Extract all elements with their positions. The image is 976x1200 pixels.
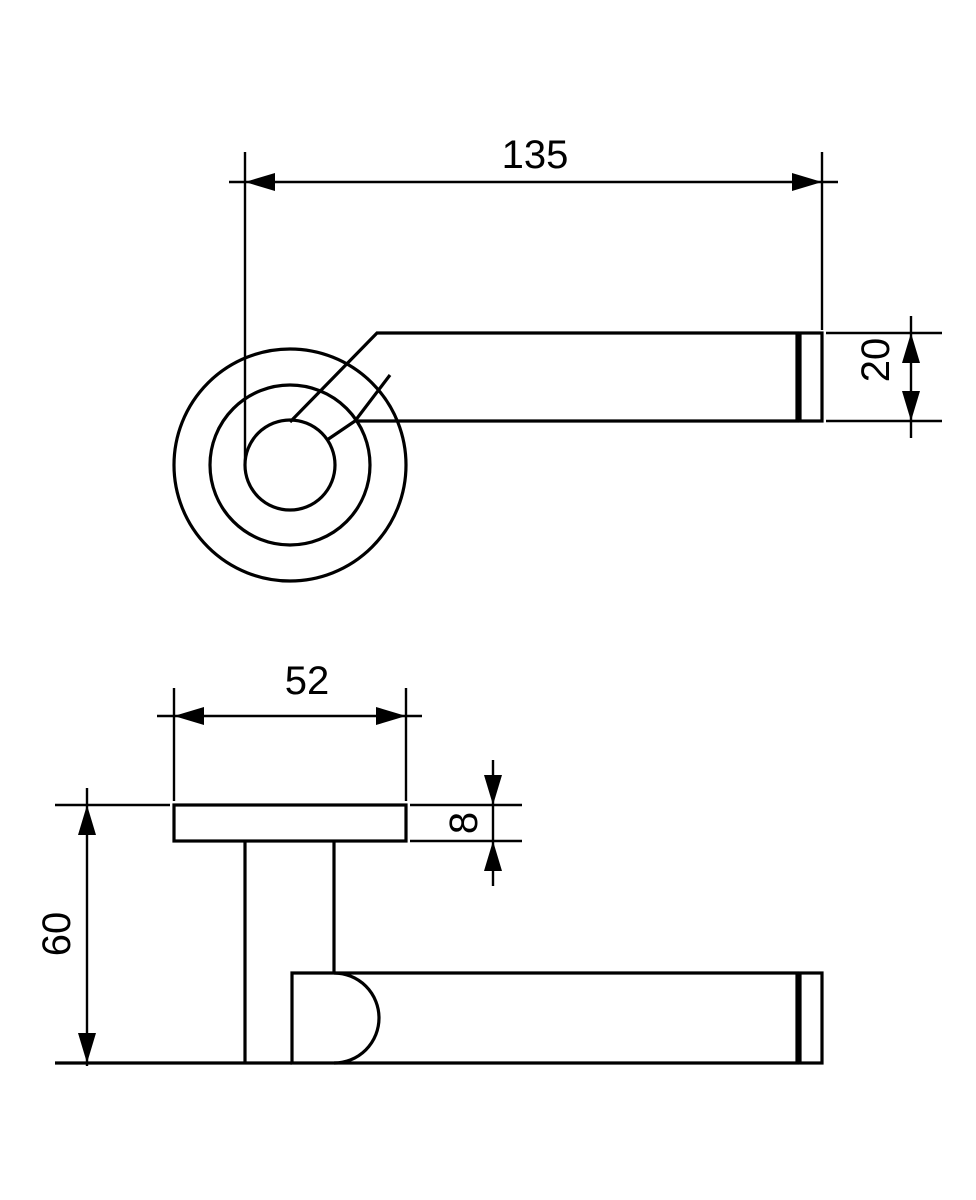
lever-end-cap-side: [798, 971, 824, 1065]
dim-60-arrow-top: [78, 805, 96, 835]
dim-135-arrow-right: [792, 173, 822, 191]
lever-outline: [288, 331, 799, 442]
dim-8-label: 8: [442, 812, 486, 834]
lever-hub-curve: [333, 971, 381, 1065]
dim-20-label: 20: [854, 338, 898, 383]
side-view: 52 8 60: [35, 659, 824, 1066]
dim-60-arrow-bottom: [78, 1033, 96, 1063]
rose-outer-circle: [172, 347, 408, 583]
rose-plate: [172, 803, 408, 843]
dim-8-arrow-top: [484, 775, 502, 805]
top-view: 135 20: [172, 133, 942, 583]
dim-8-arrow-bottom: [484, 841, 502, 871]
dim-52-label: 52: [285, 659, 330, 703]
dim-20-arrow-bottom: [902, 391, 920, 421]
dim-52-arrow-right: [376, 707, 406, 725]
lever-bar-side: [290, 971, 799, 1065]
lever-inner-edge: [353, 374, 392, 422]
dim-52-arrow-left: [174, 707, 204, 725]
dim-60-label: 60: [35, 912, 79, 957]
spindle-boss-circle: [243, 418, 337, 512]
rose-inner-circle: [208, 383, 372, 547]
dim-135-arrow-left: [245, 173, 275, 191]
dim-135-label: 135: [502, 133, 569, 177]
lever-end-cap: [798, 331, 824, 423]
dim-20-arrow-top: [902, 333, 920, 363]
